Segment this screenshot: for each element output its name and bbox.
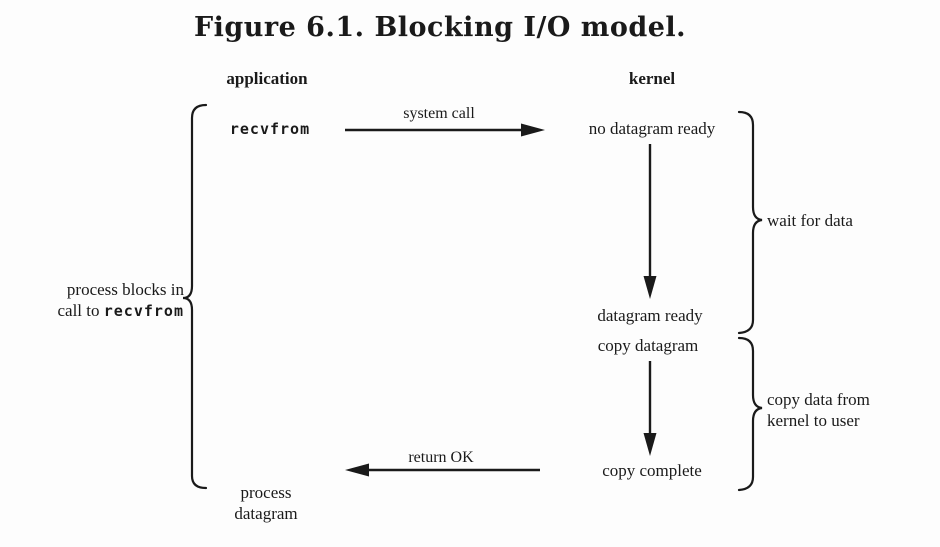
kernel-copy-arrowhead <box>643 433 657 456</box>
datagram-ready-label: datagram ready <box>597 306 703 325</box>
application-column-header: application <box>226 69 308 88</box>
process-blocks-recvfrom-code: recvfrom <box>103 302 184 320</box>
left-brace <box>182 103 208 490</box>
copy-data-brace <box>737 336 763 492</box>
kernel-column-header: kernel <box>628 69 676 88</box>
copy-complete-label: copy complete <box>602 461 702 480</box>
copy-data-annotation: copy data from kernel to user <box>767 389 870 431</box>
process-blocks-annotation: process blocks in call to recvfrom <box>57 279 184 322</box>
process-datagram-line2: datagram <box>234 504 298 523</box>
wait-for-data-brace <box>737 110 763 335</box>
system-call-arrowhead <box>521 123 545 137</box>
kernel-wait-arrowhead <box>643 276 657 299</box>
copy-data-annotation-line2: kernel to user <box>767 411 860 430</box>
process-datagram-line1: process <box>240 483 292 502</box>
process-blocks-call-to-text: call to <box>57 301 104 320</box>
figure-title: Figure 6.1. Blocking I/O model. <box>193 12 687 43</box>
recvfrom-call-label: recvfrom <box>229 120 311 138</box>
copy-data-annotation-line1: copy data from <box>767 390 870 409</box>
process-datagram-label: process datagram <box>234 482 297 524</box>
process-blocks-annotation-line1: process blocks in <box>66 280 184 299</box>
process-blocks-annotation-line2: call to recvfrom <box>57 300 184 322</box>
wait-for-data-annotation: wait for data <box>767 211 853 230</box>
system-call-arrow-label: system call <box>403 105 475 122</box>
copy-datagram-label: copy datagram <box>597 336 699 355</box>
no-datagram-ready-label: no datagram ready <box>588 119 716 138</box>
return-ok-arrowhead <box>345 463 369 477</box>
return-ok-arrow-label: return OK <box>408 449 474 466</box>
